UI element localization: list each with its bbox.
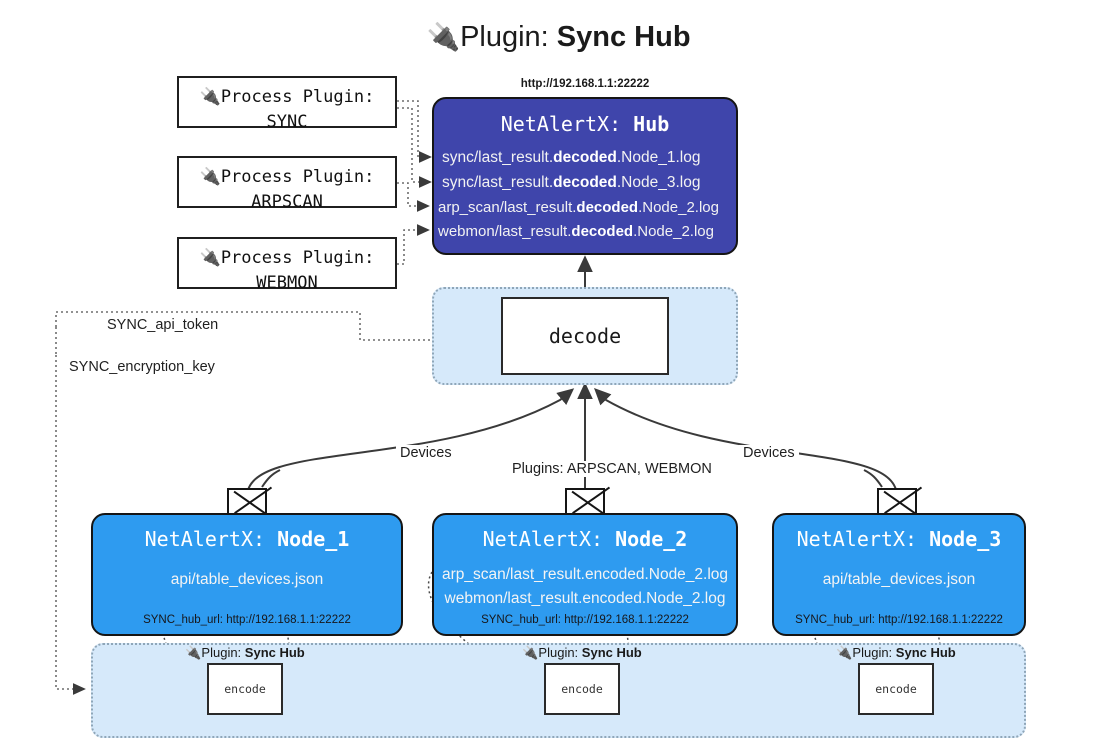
hub-title: NetAlertX: Hub: [434, 112, 736, 136]
edge-label-devices-right: Devices: [739, 445, 799, 461]
hub-title-name: Hub: [633, 112, 670, 136]
hub-url-label: http://192.168.1.1:22222: [520, 78, 650, 90]
edge-label-devices-left: Devices: [396, 445, 456, 461]
node-title: NetAlertX: Node_3: [774, 527, 1024, 551]
node-box-node-1[interactable]: NetAlertX: Node_1 api/table_devices.json…: [91, 513, 403, 636]
encode-label: encode: [561, 682, 603, 696]
process-plugin-box-sync[interactable]: 🔌Process Plugin: SYNC: [177, 76, 397, 132]
plug-icon: 🔌: [522, 646, 539, 661]
encode-caption-name: Sync Hub: [581, 645, 642, 660]
hub-log-post: .Node_2.log: [638, 199, 719, 216]
plug-icon: 🔌: [199, 248, 221, 268]
encode-box[interactable]: encode: [544, 663, 620, 715]
sync-api-token-label: SYNC_api_token: [104, 317, 222, 333]
hub-log-strong: decoded: [553, 174, 617, 191]
node-box-node-2[interactable]: NetAlertX: Node_2 arp_scan/last_result.e…: [432, 513, 738, 636]
hub-log-line: arp_scan/last_result.decoded.Node_2.log: [438, 199, 738, 217]
node-log-line: webmon/last_result.encoded.Node_2.log: [444, 590, 726, 607]
process-plugin-label: Process Plugin:: [220, 87, 375, 107]
node-title: NetAlertX: Node_1: [93, 527, 401, 551]
decode-box[interactable]: decode: [501, 297, 669, 375]
plug-icon: 🔌: [199, 167, 221, 187]
plug-icon: 🔌: [836, 646, 853, 661]
hub-log-line: webmon/last_result.decoded.Node_2.log: [438, 223, 738, 241]
hub-title-prefix: NetAlertX:: [500, 112, 634, 136]
encode-caption-prefix: Plugin:: [852, 645, 896, 660]
hub-log-post: .Node_2.log: [633, 223, 714, 240]
node-hub-url-label: SYNC_hub_url: http://192.168.1.1:22222: [795, 614, 1003, 626]
encode-caption-prefix: Plugin:: [201, 645, 245, 660]
page-title: 🔌Plugin: Sync Hub: [0, 18, 1117, 57]
encode-box[interactable]: encode: [858, 663, 934, 715]
process-plugin-box-webmon[interactable]: 🔌Process Plugin: WEBMON: [177, 237, 397, 293]
hub-log-pre: sync/last_result.: [442, 149, 554, 166]
hub-log-strong: decoded: [576, 199, 639, 216]
hub-log-pre: webmon/last_result.: [438, 223, 572, 240]
page-title-name: Sync Hub: [556, 21, 691, 53]
encode-box[interactable]: encode: [207, 663, 283, 715]
plug-icon: 🔌: [199, 87, 221, 107]
encode-label: encode: [875, 682, 917, 696]
node-title-name: Node_3: [929, 527, 1002, 551]
node-hub-url-label: SYNC_hub_url: http://192.168.1.1:22222: [481, 614, 689, 626]
node-title-prefix: NetAlertX:: [482, 527, 616, 551]
encode-label: encode: [224, 682, 266, 696]
node-title-prefix: NetAlertX:: [144, 527, 278, 551]
encode-caption-name: Sync Hub: [244, 645, 305, 660]
node-title-name: Node_2: [615, 527, 688, 551]
hub-log-post: .Node_3.log: [616, 174, 701, 191]
sync-encryption-key-label: SYNC_encryption_key: [66, 359, 218, 375]
edge-label-plugins: Plugins: ARPSCAN, WEBMON: [508, 461, 716, 477]
hub-log-strong: decoded: [571, 223, 634, 240]
node-log-line: api/table_devices.json: [822, 571, 976, 588]
encode-caption-name: Sync Hub: [895, 645, 956, 660]
process-plugin-label: Process Plugin:: [220, 248, 375, 268]
hub-log-post: .Node_1.log: [616, 149, 701, 166]
node-log-line: api/table_devices.json: [170, 571, 324, 588]
hub-log-strong: decoded: [553, 149, 617, 166]
encode-caption: 🔌Plugin: Sync Hub: [502, 645, 662, 661]
process-plugin-name: SYNC: [266, 112, 308, 132]
encode-caption: 🔌Plugin: Sync Hub: [165, 645, 325, 661]
node-hub-url-label: SYNC_hub_url: http://192.168.1.1:22222: [143, 614, 351, 626]
node-log-line: arp_scan/last_result.encoded.Node_2.log: [441, 566, 729, 583]
process-plugin-label: Process Plugin:: [220, 167, 375, 187]
hub-log-line: sync/last_result.decoded.Node_1.log: [442, 149, 742, 167]
node-title-name: Node_1: [277, 527, 350, 551]
encode-caption: 🔌Plugin: Sync Hub: [816, 645, 976, 661]
plug-icon: 🔌: [426, 22, 461, 53]
hub-log-pre: sync/last_result.: [442, 174, 554, 191]
process-plugin-name: ARPSCAN: [251, 192, 323, 212]
node-box-node-3[interactable]: NetAlertX: Node_3 api/table_devices.json…: [772, 513, 1026, 636]
hub-box[interactable]: NetAlertX: Hub sync/last_result.decoded.…: [432, 97, 738, 255]
plug-icon: 🔌: [185, 646, 202, 661]
node-title: NetAlertX: Node_2: [434, 527, 736, 551]
hub-log-line: sync/last_result.decoded.Node_3.log: [442, 174, 742, 192]
encode-caption-prefix: Plugin:: [538, 645, 582, 660]
page-title-prefix: Plugin:: [460, 21, 557, 53]
hub-log-pre: arp_scan/last_result.: [438, 199, 577, 216]
node-title-prefix: NetAlertX:: [796, 527, 930, 551]
process-plugin-name: WEBMON: [256, 273, 318, 293]
process-plugin-box-arpscan[interactable]: 🔌Process Plugin: ARPSCAN: [177, 156, 397, 212]
decode-label: decode: [548, 324, 622, 348]
